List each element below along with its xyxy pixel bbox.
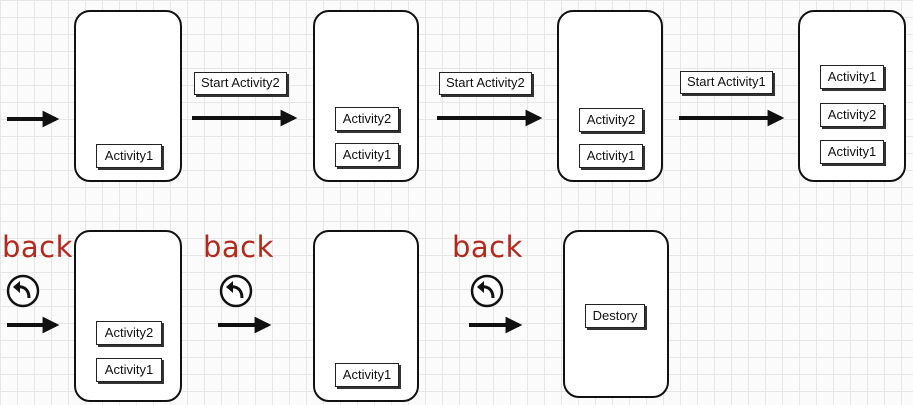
- back-label: back: [2, 230, 73, 264]
- back-arrow-icon: [470, 274, 504, 308]
- activity-card: Activity1: [820, 140, 884, 164]
- task-stack: Destory: [563, 230, 669, 398]
- activity-card: Activity2: [335, 107, 399, 131]
- activity-card: Activity1: [96, 144, 162, 168]
- transition-label: Start Activity1: [680, 71, 773, 94]
- task-stack: Activity1: [74, 10, 182, 182]
- activity-card: Activity1: [820, 65, 884, 89]
- task-stack: Activity1 Activity2 Activity1: [798, 10, 906, 182]
- transition-label: Start Activity2: [194, 72, 287, 95]
- activity-card: Activity1: [96, 358, 162, 382]
- back-label: back: [452, 230, 523, 264]
- activity-card: Activity1: [579, 144, 643, 168]
- activity-card: Activity1: [335, 363, 399, 387]
- destroy-card: Destory: [585, 304, 645, 328]
- task-stack: Activity1: [313, 230, 419, 402]
- activity-card: Activity1: [335, 143, 399, 167]
- task-stack: Activity2 Activity1: [313, 10, 419, 182]
- activity-card: Activity2: [579, 108, 643, 132]
- back-arrow-icon: [219, 274, 253, 308]
- activity-card: Activity2: [820, 103, 884, 127]
- activity-card: Activity2: [96, 321, 162, 345]
- back-arrow-icon: [6, 274, 40, 308]
- transition-label: Start Activity2: [439, 72, 532, 95]
- task-stack: Activity2 Activity1: [557, 10, 663, 182]
- task-stack: Activity2 Activity1: [74, 230, 182, 402]
- back-label: back: [203, 230, 274, 264]
